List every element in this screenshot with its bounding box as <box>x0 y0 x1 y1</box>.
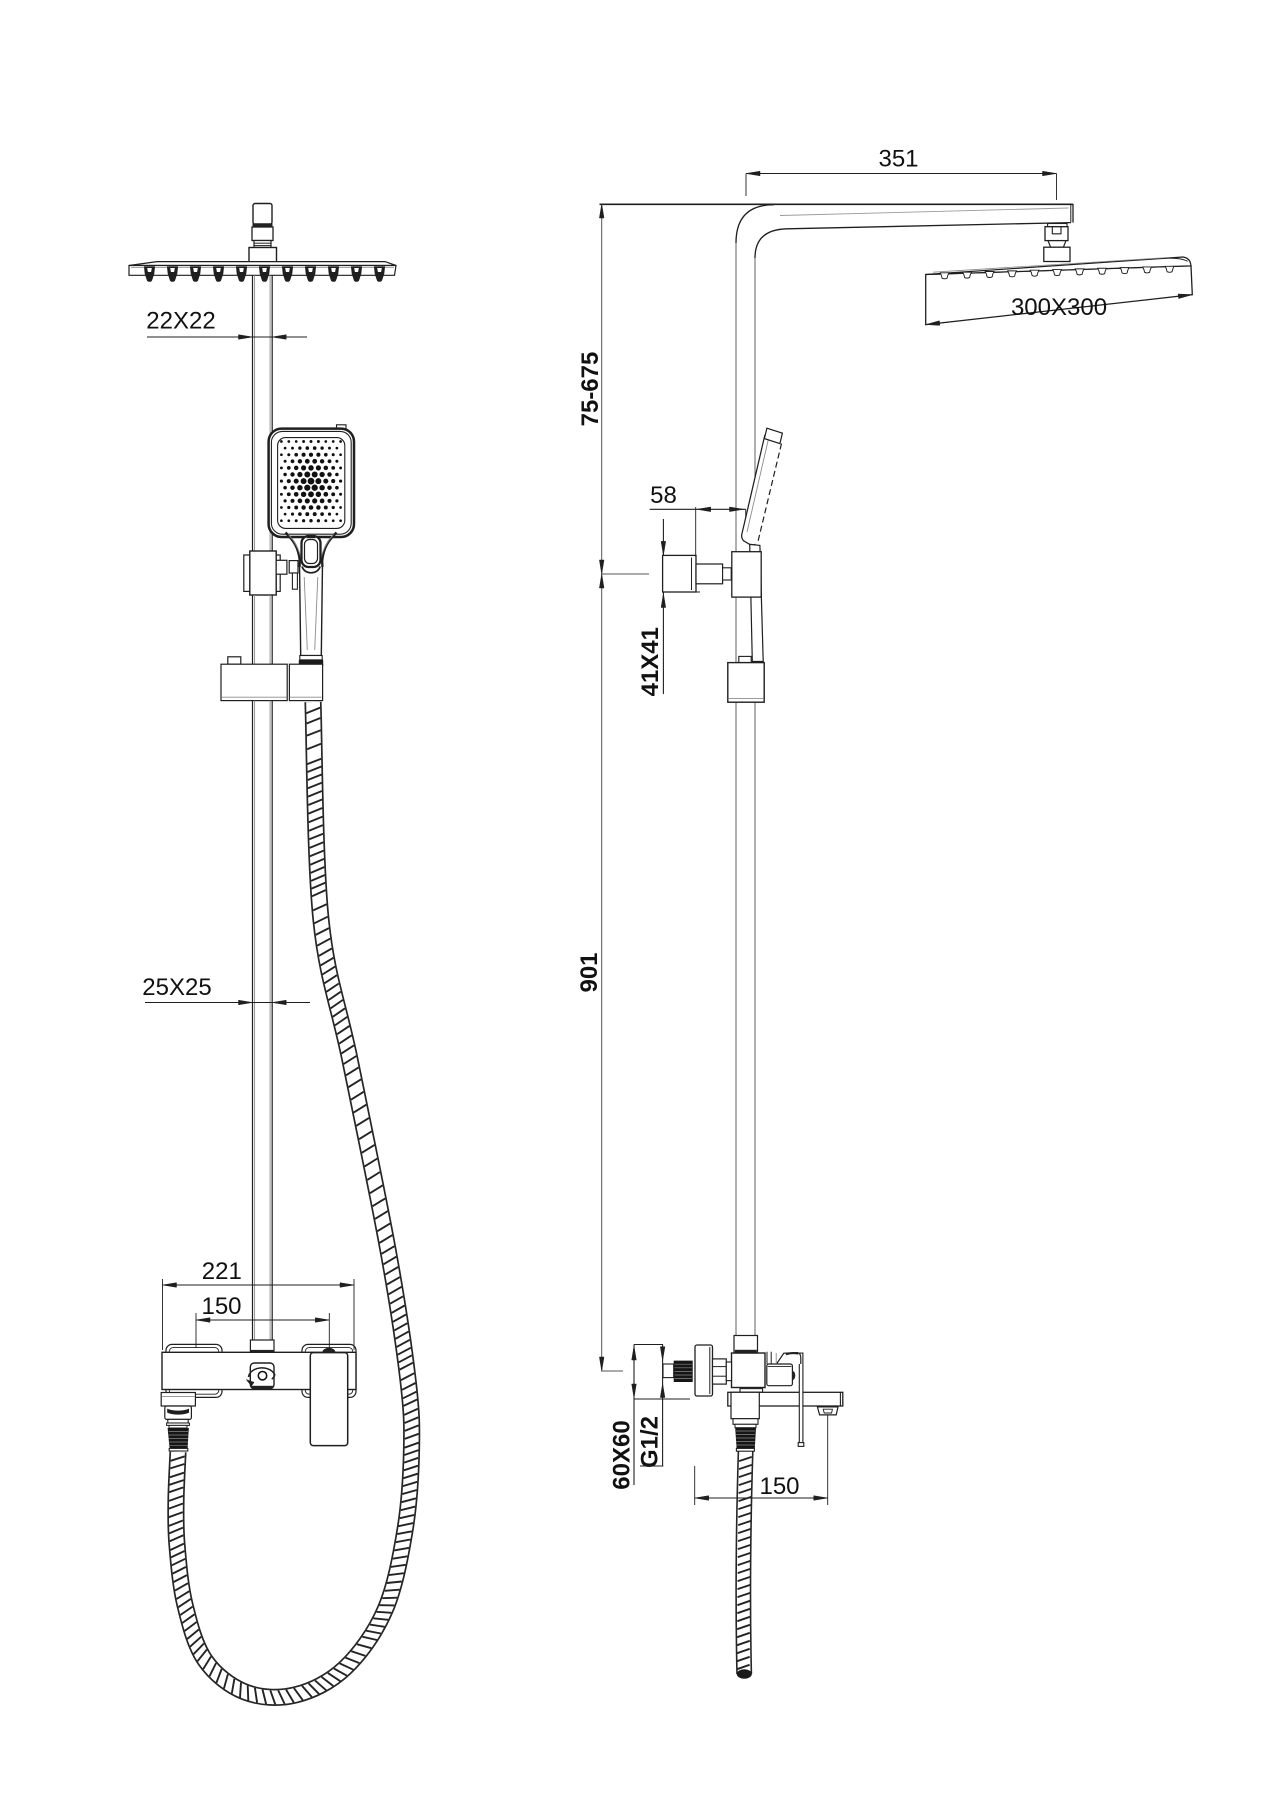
svg-text:75-675: 75-675 <box>577 352 604 427</box>
svg-text:150: 150 <box>759 1473 799 1500</box>
svg-text:25X25: 25X25 <box>142 974 211 1001</box>
svg-text:351: 351 <box>878 146 918 173</box>
svg-text:58: 58 <box>650 482 677 509</box>
svg-text:221: 221 <box>202 1258 242 1285</box>
svg-text:22X22: 22X22 <box>146 308 215 335</box>
svg-text:901: 901 <box>576 952 603 992</box>
svg-text:60X60: 60X60 <box>608 1420 635 1489</box>
svg-text:150: 150 <box>201 1293 241 1320</box>
svg-text:300X300: 300X300 <box>1011 294 1107 321</box>
svg-text:G1/2: G1/2 <box>637 1416 664 1468</box>
svg-text:41X41: 41X41 <box>637 627 664 696</box>
